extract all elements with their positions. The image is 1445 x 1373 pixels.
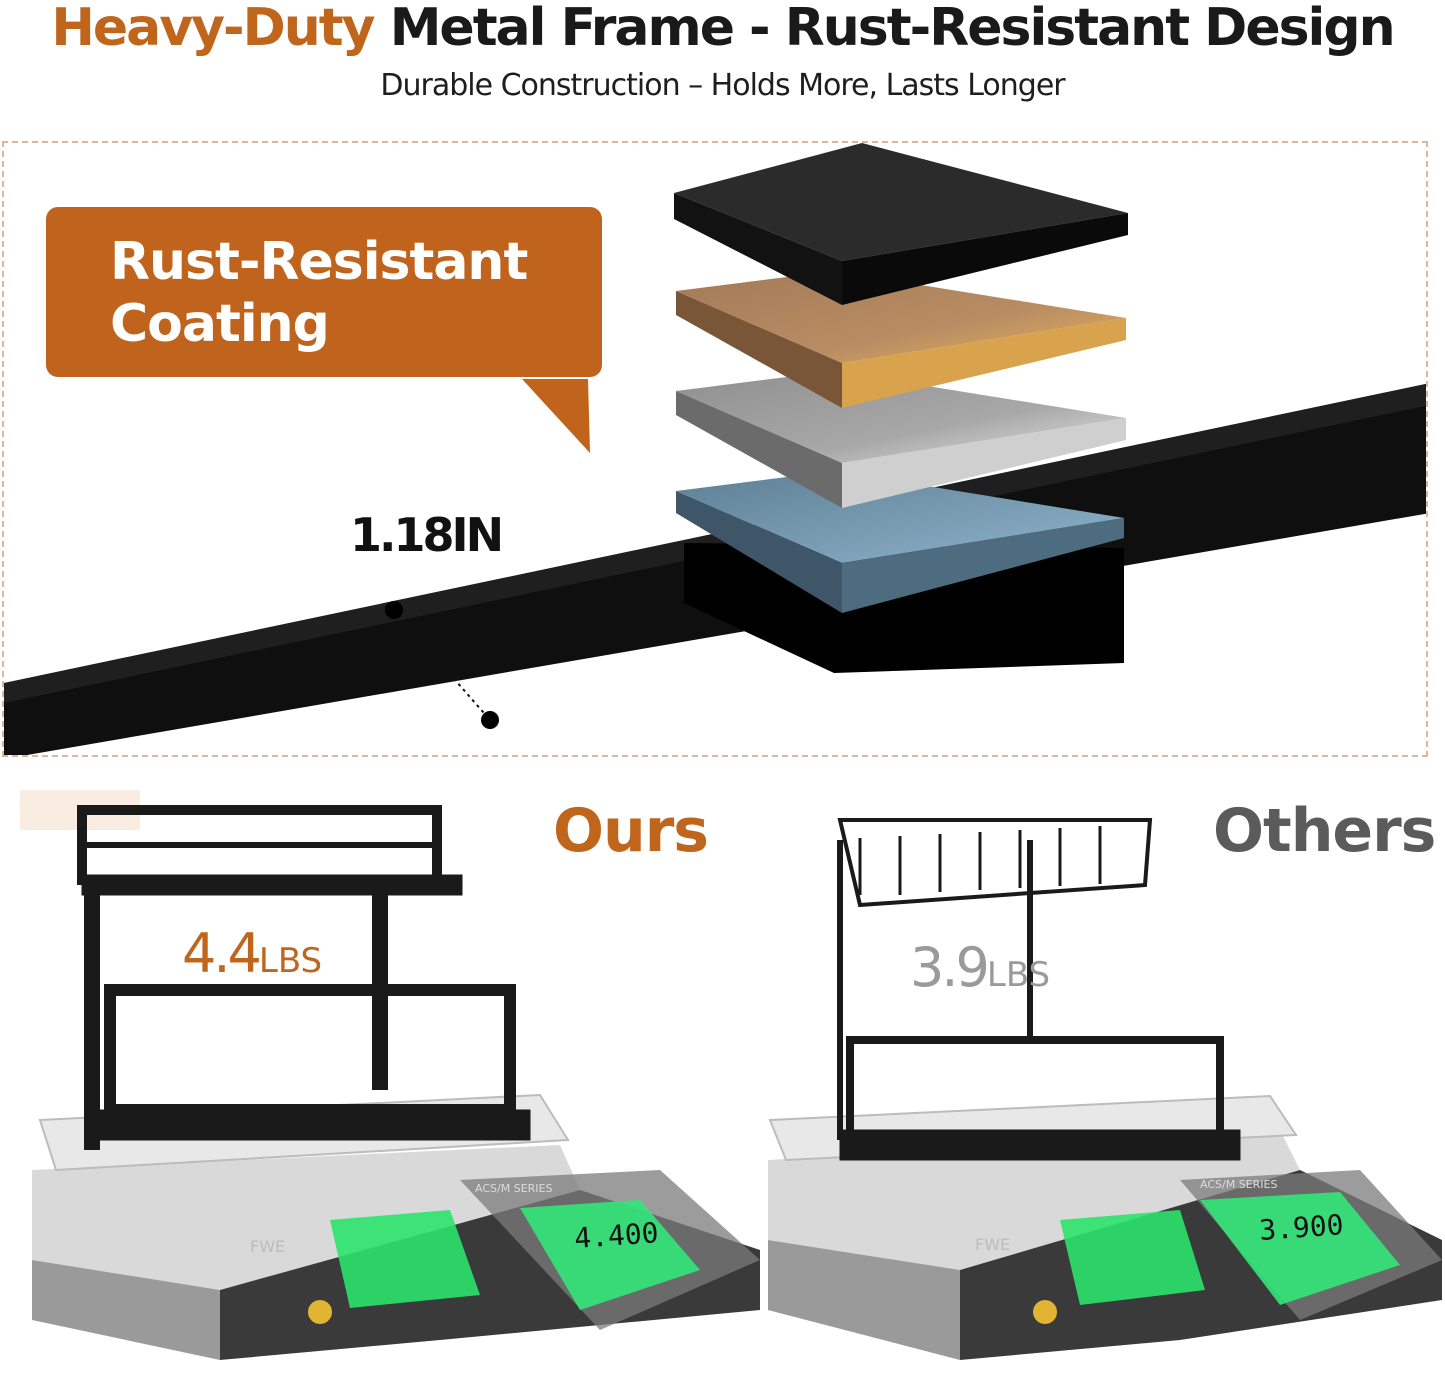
callout-pointer — [522, 379, 590, 453]
coating-callout: Rust-Resistant Coating — [46, 207, 602, 377]
scale-base — [32, 1145, 580, 1290]
display-zoom — [520, 1200, 700, 1310]
others-label: Others — [1213, 796, 1436, 866]
scale-base — [768, 1130, 1300, 1270]
ours-rack — [77, 805, 531, 1150]
thickness-dashed-line — [393, 609, 491, 721]
layer-silver — [676, 371, 1126, 508]
scale-series: ACS/M SERIES — [475, 1182, 552, 1195]
layer-bronze — [676, 271, 1126, 408]
thickness-label: 1.18IN — [350, 508, 504, 562]
scale-series: ACS/M SERIES — [1200, 1178, 1277, 1191]
page-title: Heavy-Duty Metal Frame - Rust-Resistant … — [0, 0, 1445, 60]
ours-weight-unit: LBS — [258, 941, 323, 981]
ours-weight-value: 4.4 — [182, 922, 262, 985]
title-rest: Metal Frame - Rust-Resistant Design — [389, 0, 1396, 58]
others-weight-unit: LBS — [986, 955, 1051, 995]
others-weight: 3.9LBS — [910, 936, 1050, 999]
scale-display — [330, 1210, 480, 1308]
scale-brand: FWE — [975, 1235, 1010, 1254]
title-accent: Heavy-Duty — [51, 0, 375, 58]
others-rack — [837, 818, 1241, 1161]
ours-scale-illustration: 4.400 FWE ACS/M SERIES — [20, 790, 760, 1360]
page-subtitle: Durable Construction – Holds More, Lasts… — [380, 68, 1065, 103]
ours-label: Ours — [553, 796, 709, 866]
layer-black — [674, 143, 1128, 305]
thickness-dot-top — [385, 601, 403, 619]
metal-frame-illustration — [4, 143, 1426, 755]
coating-panel — [2, 141, 1428, 757]
layer-steel — [676, 471, 1124, 613]
others-scale-illustration: 3.900 FWE ACS/M SERIES — [768, 818, 1442, 1360]
ours-weight: 4.4LBS — [182, 922, 322, 985]
scale-knob — [1033, 1300, 1057, 1324]
display-reading: 4.400 — [573, 1216, 659, 1255]
thickness-dot-bottom — [481, 711, 499, 729]
scale-knob — [308, 1300, 332, 1324]
others-weight-value: 3.9 — [910, 936, 990, 999]
scale-display — [1060, 1210, 1205, 1305]
callout-text: Rust-Resistant Coating — [110, 232, 528, 354]
display-zoom — [1200, 1192, 1400, 1305]
scale-brand: FWE — [250, 1237, 285, 1256]
display-reading: 3.900 — [1258, 1208, 1344, 1247]
